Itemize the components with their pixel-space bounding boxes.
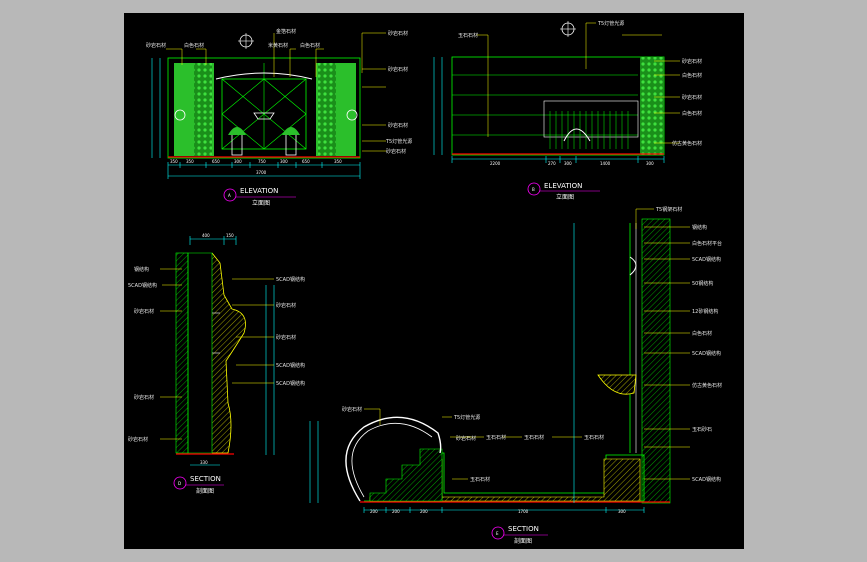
- tag-d-4: 砂岩石材: [134, 394, 154, 401]
- tag-e-f3: 玉石石材: [486, 434, 506, 441]
- tag-a-top-1: 金箔石材: [276, 28, 296, 35]
- tag-b-top-1: T5灯管光源: [597, 20, 624, 27]
- tag-a-right-4: T5灯管光源: [385, 138, 412, 145]
- view-subtitle-d: 剖面图: [196, 487, 214, 495]
- tag-b-right-1: 砂岩石材: [682, 58, 702, 65]
- view-title-b: ELEVATION: [544, 182, 582, 190]
- cad-viewport[interactable]: A ELEVATION 立面图 砂岩石材 白色石材 金箔石材 米黄石材 白色石材…: [124, 13, 744, 549]
- tag-b-right-2: 白色石材: [682, 72, 702, 79]
- view-title-a: ELEVATION: [240, 187, 278, 195]
- dim-e-4: 1700: [518, 509, 529, 514]
- elevation-b: B ELEVATION 立面图 T5灯管光源 玉石石材 砂岩石材 白色石材 砂岩…: [433, 20, 702, 201]
- tag-a-right-5: 砂岩石材: [386, 148, 406, 155]
- dim-a-5: 750: [258, 159, 266, 164]
- tag-d-9: 5CAD钢结构: [276, 362, 305, 369]
- view-marker-a-letter: A: [228, 193, 231, 198]
- tag-e-3: 5CAD钢结构: [692, 256, 721, 263]
- dim-e-1: 200: [370, 509, 378, 514]
- tag-e-5: 12砂钢结构: [692, 308, 718, 315]
- tag-b-right-4: 白色石材: [682, 110, 702, 117]
- tag-a-right-3: 砂岩石材: [388, 122, 408, 129]
- tag-b-right-3: 砂岩石材: [682, 94, 702, 101]
- tag-e-8: 仿古黄色石材: [692, 382, 722, 389]
- dim-e-3: 200: [420, 509, 428, 514]
- tag-e-1: 钢结构: [692, 224, 707, 231]
- tag-b-right-5: 仿古黄色石材: [672, 140, 702, 147]
- tag-e-top: T5钢架石材: [655, 206, 682, 213]
- section-e: E SECTION 剖面图 T5钢架石材 钢结构 白色石材平台 5CAD钢结构 …: [309, 206, 722, 545]
- tag-d-1: 钢结构: [134, 266, 149, 273]
- view-marker-e: [491, 526, 505, 540]
- dim-b-5: 300: [646, 161, 654, 166]
- tag-e-10: 5CAD钢结构: [692, 476, 721, 483]
- tag-e-f4: 玉石石材: [524, 434, 544, 441]
- dim-b-4: 1400: [600, 161, 611, 166]
- dim-d-top-1: 400: [202, 233, 210, 238]
- tag-a-top-3: 白色石材: [300, 42, 320, 49]
- tag-b-top-left: 玉石石材: [458, 32, 478, 39]
- tag-d-8: 砂岩石材: [276, 334, 296, 341]
- dim-d-bottom: 330: [200, 460, 208, 465]
- tag-e-f1: 砂岩石材: [342, 406, 362, 413]
- tag-d-3: 砂岩石材: [134, 308, 154, 315]
- tag-a-top-2: 米黄石材: [268, 42, 288, 49]
- dim-a-7: 650: [302, 159, 310, 164]
- tag-e-7: 5CAD钢结构: [692, 350, 721, 357]
- dim-e-5: 300: [618, 509, 626, 514]
- elevation-a: A ELEVATION 立面图 砂岩石材 白色石材 金箔石材 米黄石材 白色石材…: [146, 28, 412, 207]
- dim-b-3: 300: [564, 161, 572, 166]
- tag-a-right-1: 砂岩石材: [388, 30, 408, 37]
- basin-profile: [597, 374, 637, 395]
- tag-e-6: 白色石材: [692, 330, 712, 337]
- section-d: D SECTION 剖面图 钢结构 5CAD钢结构 砂岩石材 砂岩石材 砂岩石材…: [128, 233, 305, 495]
- tag-a-left-2: 白色石材: [184, 42, 204, 49]
- tag-e-4: 50钢结构: [692, 280, 713, 287]
- view-subtitle-e: 剖面图: [514, 537, 532, 545]
- tag-e-f7: 玉石石材: [470, 476, 490, 483]
- dim-a-1: 350: [170, 159, 178, 164]
- dim-d-top-2: 150: [226, 233, 234, 238]
- tag-d-7: 砂岩石材: [276, 302, 296, 309]
- dim-a-3: 650: [212, 159, 220, 164]
- view-marker-d-letter: D: [178, 481, 181, 486]
- view-marker-b: [527, 182, 541, 196]
- dim-b-1: 2200: [490, 161, 501, 166]
- dim-a-2: 350: [186, 159, 194, 164]
- tag-e-f5: 砂岩石材: [456, 435, 476, 442]
- view-subtitle-b: 立面图: [556, 193, 574, 201]
- tag-e-2: 白色石材平台: [692, 240, 722, 247]
- tag-d-5: 砂岩石材: [128, 436, 148, 443]
- view-marker-e-letter: E: [496, 531, 499, 536]
- dim-a-6: 300: [280, 159, 288, 164]
- tag-e-f6: 玉石石材: [584, 434, 604, 441]
- tag-d-6: 5CAD钢结构: [276, 276, 305, 283]
- tag-d-10: 5CAD钢结构: [276, 380, 305, 387]
- tag-a-right-2: 砂岩石材: [388, 66, 408, 73]
- tag-a-left-1: 砂岩石材: [146, 42, 166, 49]
- dim-a-4: 300: [234, 159, 242, 164]
- view-title-d: SECTION: [190, 475, 221, 483]
- view-marker-d: [173, 476, 187, 490]
- dim-a-total: 3700: [256, 170, 267, 175]
- tag-d-2: 5CAD钢结构: [128, 282, 157, 289]
- right-stone-panel-b: [640, 57, 664, 155]
- view-marker-a: [223, 188, 237, 202]
- tag-e-f2: T5灯管光源: [453, 414, 480, 421]
- view-title-e: SECTION: [508, 525, 539, 533]
- view-marker-b-letter: B: [532, 187, 535, 192]
- dim-a-8: 350: [334, 159, 342, 164]
- view-subtitle-a: 立面图: [252, 199, 270, 207]
- tag-e-9: 玉石砂石: [692, 426, 712, 433]
- dim-e-2: 200: [392, 509, 400, 514]
- dim-b-2: 270: [548, 161, 556, 166]
- cad-drawing: A ELEVATION 立面图 砂岩石材 白色石材 金箔石材 米黄石材 白色石材…: [128, 20, 722, 545]
